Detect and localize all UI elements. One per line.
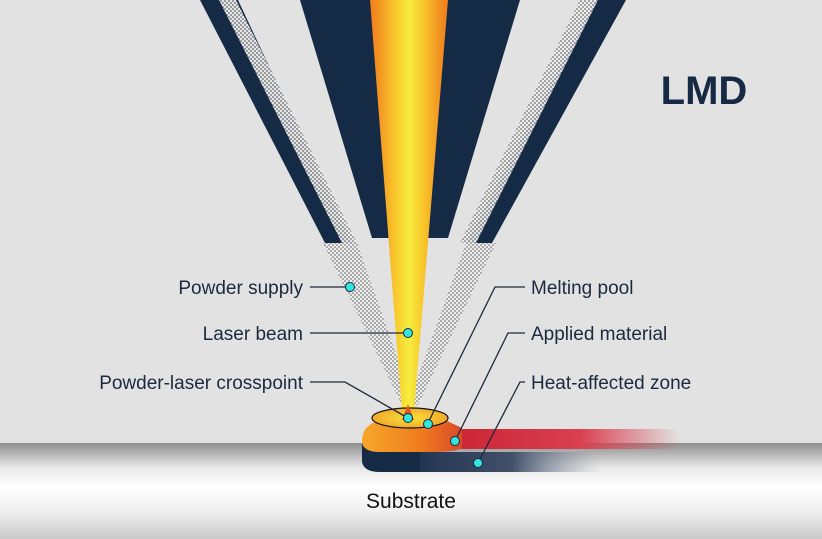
marker-melting-pool <box>423 419 433 429</box>
label-applied-material: Applied material <box>531 324 667 345</box>
marker-laser-beam <box>403 328 413 338</box>
marker-powder-supply <box>345 282 355 292</box>
label-laser-beam: Laser beam <box>203 324 303 345</box>
powder-channel-right <box>460 0 598 243</box>
label-melting-pool: Melting pool <box>531 278 633 299</box>
marker-crosspoint <box>403 413 413 423</box>
applied-material-deposit <box>362 420 462 452</box>
leader-applied-material <box>454 332 525 442</box>
powder-stream-right <box>408 243 496 405</box>
laser-beam <box>370 0 448 412</box>
powder-channel-left <box>219 0 357 243</box>
marker-applied-material <box>450 436 460 446</box>
marker-heat-affected-zone <box>473 458 483 468</box>
leader-melting-pool <box>427 286 525 424</box>
powder-stream-left <box>323 243 414 405</box>
leader-crosspoint <box>310 381 409 419</box>
diagram-title: LMD <box>661 69 748 113</box>
label-substrate: Substrate <box>366 490 456 513</box>
label-heat-affected-zone: Heat-affected zone <box>531 373 691 394</box>
heat-zone-dark-tail <box>380 452 600 472</box>
label-crosspoint: Powder-laser crosspoint <box>99 373 304 394</box>
leader-heat-affected-zone <box>477 381 525 464</box>
heat-zone-band <box>430 429 680 449</box>
label-powder-supply: Powder supply <box>178 278 303 299</box>
